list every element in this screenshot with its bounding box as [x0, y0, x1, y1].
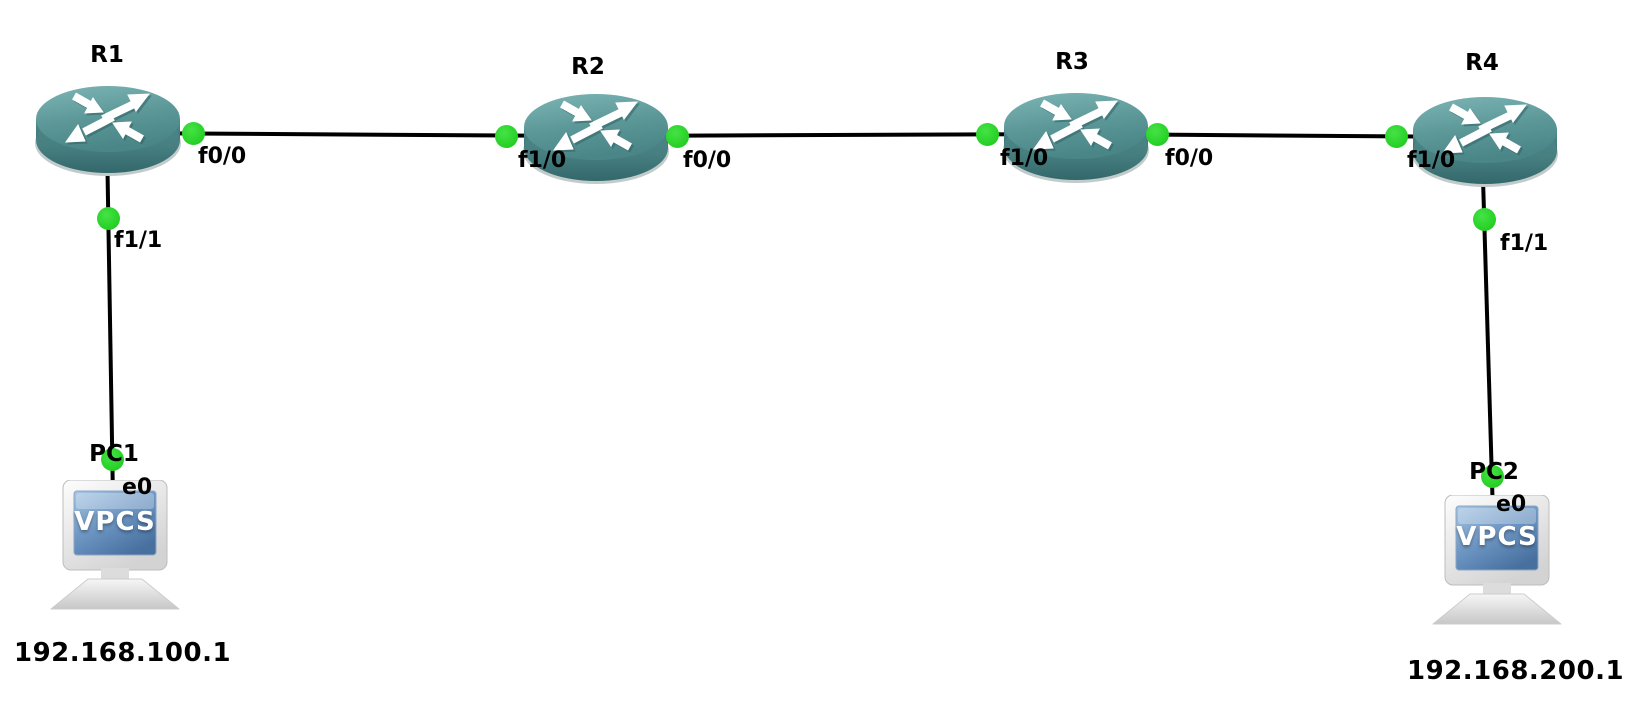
label-pc1: PC1 — [89, 441, 139, 467]
port-dot-pc1-e0 — [101, 448, 124, 471]
label-r3: R3 — [1055, 49, 1089, 75]
pc-pc2[interactable]: VPCS — [1427, 495, 1567, 625]
label-pc1-e0: e0 — [122, 475, 153, 500]
label-pc2-e0: e0 — [1496, 492, 1527, 517]
label-r2-f0-0: f0/0 — [683, 148, 732, 173]
router-r1[interactable] — [33, 79, 183, 179]
label-r1: R1 — [90, 42, 124, 68]
label-r4: R4 — [1465, 50, 1499, 76]
port-dot-pc2-e0 — [1481, 465, 1504, 488]
label-pc1-ip: 192.168.100.1 — [14, 638, 232, 668]
router-icon — [1410, 90, 1560, 190]
pc-icon — [45, 480, 185, 610]
port-dot-r1-f1-1 — [97, 207, 120, 230]
port-dot-r4-f1-1 — [1473, 208, 1496, 231]
router-icon — [1001, 86, 1151, 186]
port-dot-r2-f0-0 — [666, 125, 689, 148]
label-pc2: PC2 — [1469, 459, 1519, 485]
label-pc2-ip: 192.168.200.1 — [1407, 656, 1625, 686]
router-r3[interactable] — [1001, 86, 1151, 186]
router-icon — [33, 79, 183, 179]
label-r2: R2 — [571, 54, 605, 80]
port-dot-r4-f1-0 — [1385, 125, 1408, 148]
label-r3-f1-0: f1/0 — [1000, 146, 1049, 171]
label-r1-f1-1: f1/1 — [114, 228, 163, 253]
port-dot-r3-f0-0 — [1146, 123, 1169, 146]
port-dot-r3-f1-0 — [976, 123, 999, 146]
label-r1-f0-0: f0/0 — [198, 144, 247, 169]
pc-screen-text: VPCS — [74, 507, 156, 537]
port-dot-r1-f0-0 — [182, 122, 205, 145]
pc-screen-text: VPCS — [1456, 522, 1538, 552]
port-dot-r2-f1-0 — [495, 125, 518, 148]
label-r4-f1-1: f1/1 — [1500, 231, 1549, 256]
label-r2-f1-0: f1/0 — [518, 148, 567, 173]
label-r4-f1-0: f1/0 — [1407, 148, 1456, 173]
link-r1-pc1[interactable] — [105, 139, 115, 501]
link-r4-pc2[interactable] — [1480, 144, 1495, 516]
router-r4[interactable] — [1410, 90, 1560, 190]
label-r3-f0-0: f0/0 — [1165, 146, 1214, 171]
pc-pc1[interactable]: VPCS — [45, 480, 185, 610]
